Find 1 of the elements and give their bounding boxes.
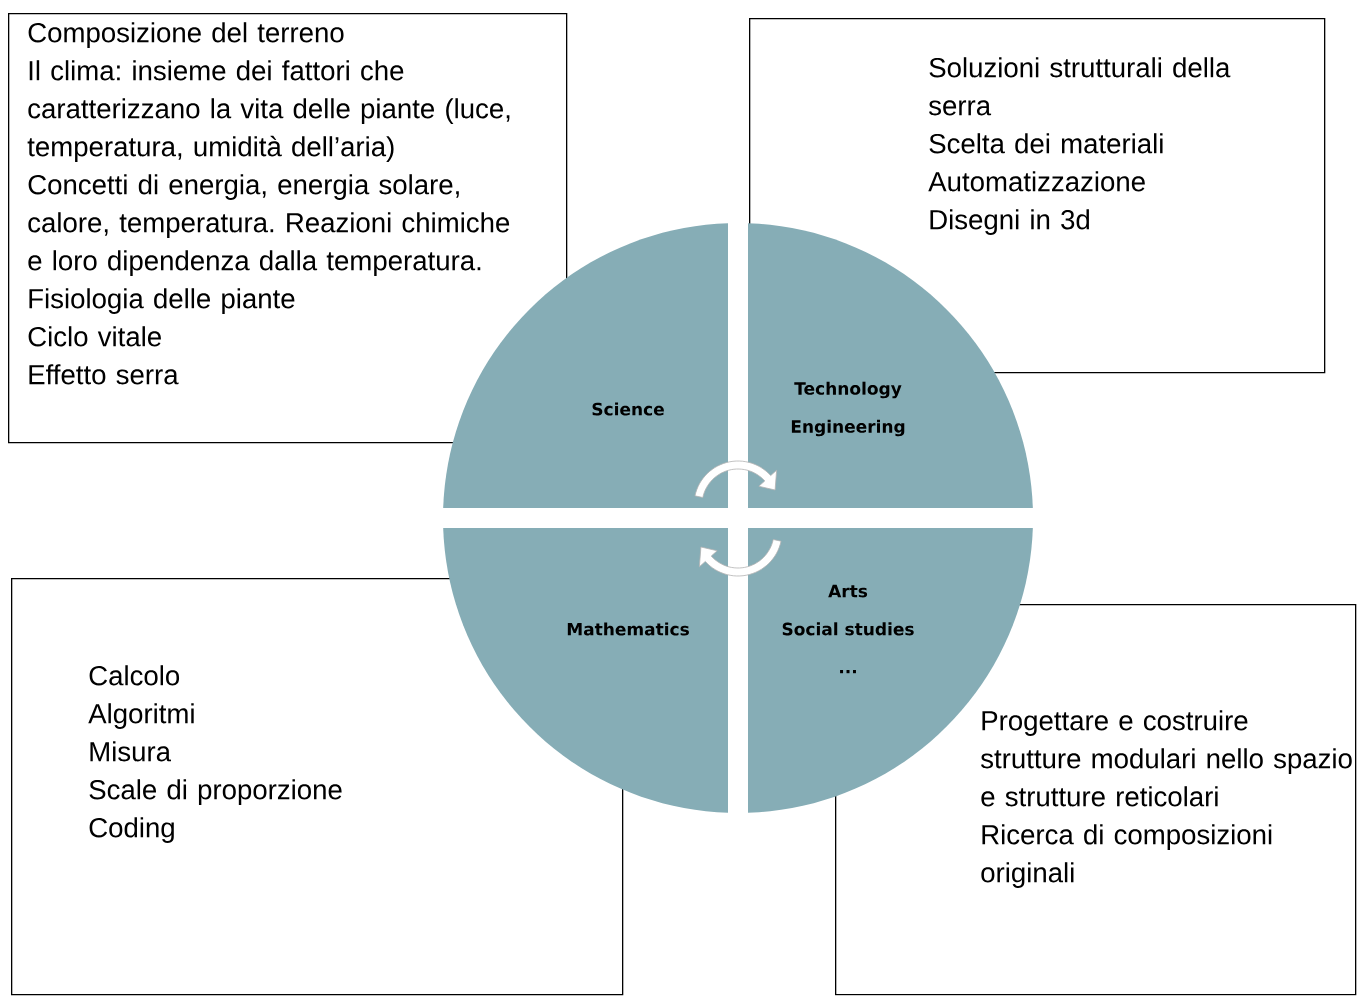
quadrant-sector: Mathematics <box>443 528 728 813</box>
